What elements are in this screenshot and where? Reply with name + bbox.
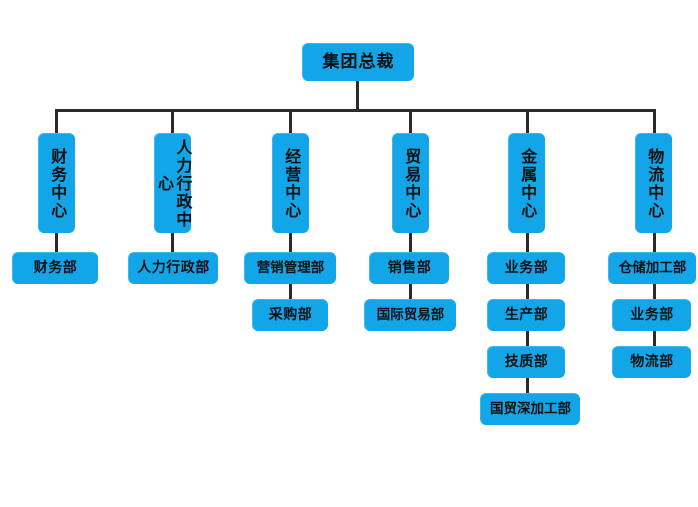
org-node-metal-center[interactable]: 金属中心	[508, 133, 545, 233]
connector-drop-trade-center	[409, 109, 412, 134]
org-node-production-dept[interactable]: 生产部	[487, 299, 565, 331]
connector-drop-metal-center	[526, 109, 529, 134]
org-node-operations-center[interactable]: 经营中心	[272, 133, 309, 233]
org-node-technical-quality-dept[interactable]: 技质部	[487, 346, 565, 378]
connector-drop-operations-center	[289, 109, 292, 134]
connector-sales-to-intl-trade	[409, 283, 412, 300]
connector-production-to-technical-quality	[526, 330, 529, 347]
org-node-hr-admin-center[interactable]: 人力行政中心	[154, 133, 192, 233]
org-node-sales-dept[interactable]: 销售部	[369, 252, 449, 284]
org-node-intl-trade-deep-processing-dept[interactable]: 国贸深加工部	[480, 393, 580, 425]
connector-hr-admin-center-to-dept	[171, 233, 174, 253]
org-node-logistics-center[interactable]: 物流中心	[635, 133, 672, 233]
connector-warehousing-to-logistics-business	[653, 283, 656, 300]
connector-metal-business-to-production	[526, 283, 529, 300]
connector-technical-quality-to-deep-processing	[526, 377, 529, 394]
connector-drop-finance-center	[55, 109, 58, 134]
connector-finance-center-to-dept	[55, 233, 58, 253]
connector-operations-center-to-dept	[289, 233, 292, 253]
org-node-procurement-dept[interactable]: 采购部	[252, 299, 328, 331]
connector-horizontal-bus	[55, 109, 655, 112]
org-node-finance-center[interactable]: 财务中心	[38, 133, 75, 233]
org-node-finance-dept[interactable]: 财务部	[12, 252, 98, 284]
connector-logistics-center-to-dept	[653, 233, 656, 253]
connector-trade-center-to-dept	[409, 233, 412, 253]
org-node-trade-center[interactable]: 贸易中心	[392, 133, 429, 233]
connector-drop-logistics-center	[653, 109, 656, 134]
connector-logistics-business-to-logistics-dept	[653, 330, 656, 347]
org-node-marketing-management-dept[interactable]: 营销管理部	[244, 252, 336, 284]
connector-metal-center-to-dept	[526, 233, 529, 253]
connector-marketing-to-procurement	[289, 283, 292, 300]
org-node-logistics-business-dept[interactable]: 业务部	[612, 299, 691, 331]
connector-drop-hr-admin-center	[171, 109, 174, 134]
org-node-metal-business-dept[interactable]: 业务部	[487, 252, 565, 284]
org-node-logistics-dept[interactable]: 物流部	[612, 346, 691, 378]
org-node-root[interactable]: 集团总裁	[302, 43, 414, 81]
org-node-hr-admin-dept[interactable]: 人力行政部	[128, 252, 218, 284]
org-node-international-trade-dept[interactable]: 国际贸易部	[364, 299, 456, 331]
org-node-warehousing-processing-dept[interactable]: 仓储加工部	[608, 252, 696, 284]
connector-root-stem	[356, 81, 359, 111]
